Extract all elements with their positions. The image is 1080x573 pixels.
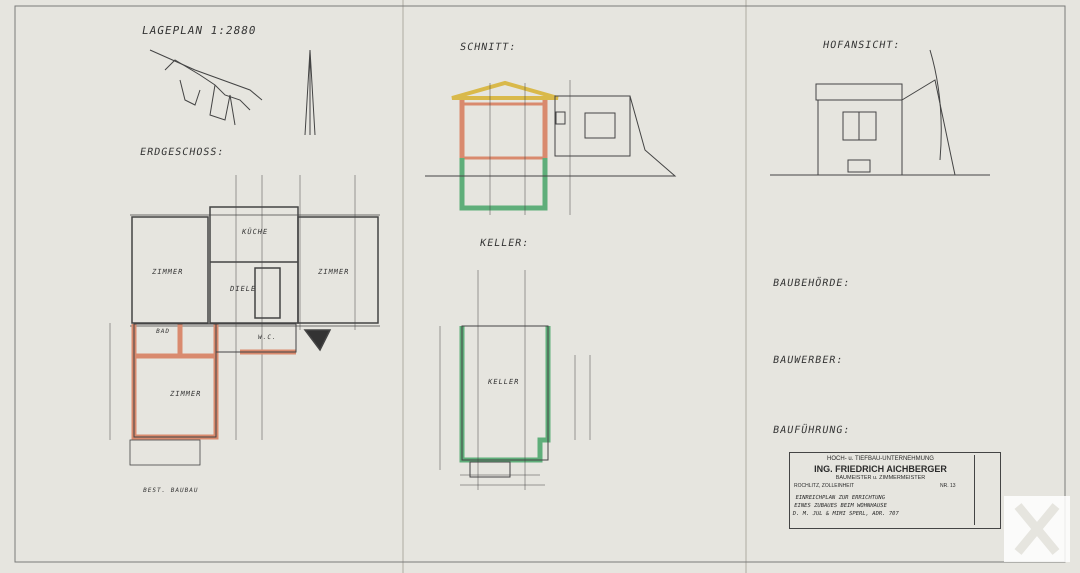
basement-plan <box>439 270 591 490</box>
room-label-zimmer: ZIMMER <box>317 268 351 276</box>
signature-field <box>974 455 999 525</box>
room-label-keller: KELLER <box>487 378 521 386</box>
bauwerber-label: BAUWERBER: <box>772 355 845 366</box>
keller-heading: KELLER: <box>479 238 531 249</box>
x-logo-icon <box>1004 496 1070 562</box>
baufuehrung-label: BAUFÜHRUNG: <box>772 425 852 436</box>
stamp-profession: BAUMEISTER u. ZIMMERMEISTER <box>835 475 926 481</box>
stamp-company-name: ING. FRIEDRICH AICHBERGER <box>814 464 947 474</box>
fold-line <box>745 0 747 573</box>
lageplan-heading: LAGEPLAN 1:2880 <box>140 24 258 37</box>
erdgeschoss-heading: ERDGESCHOSS: <box>139 147 226 158</box>
baubehoerde-label: BAUBEHÖRDE: <box>772 278 852 289</box>
room-label-zimmer: ZIMMER <box>169 390 203 398</box>
ground-floor-plan <box>109 175 380 466</box>
x-logo-icon <box>1014 503 1060 555</box>
room-label-wc: W.C. <box>257 334 278 341</box>
schnitt-heading: SCHNITT: <box>459 42 518 53</box>
title-block: HOCH- u. TIEFBAU-UNTERNEHMUNG ING. FRIED… <box>789 452 1001 529</box>
room-label-diele: DIELE <box>229 285 257 293</box>
room-label-kueche: KÜCHE <box>241 228 269 236</box>
description-line: EINES ZUBAUES BEIM WOHNHAUSE <box>793 503 888 509</box>
stamp-address: ROCHLITZ, ZOLLEINHEIT <box>794 483 855 489</box>
hofansicht-heading: HOFANSICHT: <box>822 40 902 51</box>
sheet-border <box>14 5 1066 563</box>
bestand-label: BEST. BAUBAU <box>142 487 199 494</box>
courtyard-elevation <box>770 49 990 176</box>
site-plan <box>149 49 263 126</box>
stamp-number: NR. 13 <box>940 483 956 489</box>
room-label-bad: BAD <box>155 328 171 335</box>
plan-description: EINREICHPLAN ZUR ERRICHTUNG EINES ZUBAUE… <box>792 494 971 518</box>
north-arrow <box>304 49 316 136</box>
room-label-zimmer: ZIMMER <box>151 268 185 276</box>
description-line: EINREICHPLAN ZUR ERRICHTUNG <box>794 495 886 501</box>
fold-line <box>402 0 404 573</box>
section-drawing <box>425 80 677 215</box>
description-line: D. M. JUL & MIMI SPERL, ADR. 707 <box>792 511 900 517</box>
stamp-company-type: HOCH- u. TIEFBAU-UNTERNEHMUNG <box>827 456 934 462</box>
